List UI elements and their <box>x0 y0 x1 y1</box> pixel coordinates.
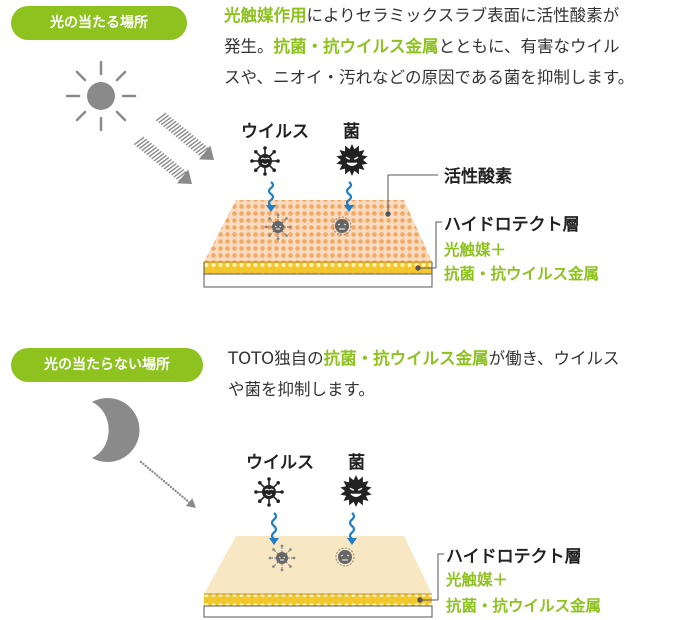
dim-ray-icon <box>139 460 196 508</box>
light-ray-lower <box>133 136 192 184</box>
inactive-virus-icon <box>264 213 292 241</box>
virus-icon <box>250 146 280 176</box>
sun-icon <box>65 60 137 132</box>
antibacterial-metal-label: 抗菌・抗ウイルス金属 <box>444 265 600 283</box>
sunlit-description-line-2: 発生。抗菌・抗ウイルス金属とともに、有害なウイル <box>224 37 620 56</box>
squiggle-arrow-icon <box>266 181 276 212</box>
active-oxygen-label: 活性酸素 <box>444 167 512 187</box>
hydrotect-layer-label: ハイドロテクト層 <box>444 215 580 235</box>
virus-label-2: ウイルス <box>246 453 314 473</box>
inactive-virus-icon-2 <box>268 544 296 572</box>
sunlit-area-tag: 光の当たる場所 <box>11 6 187 40</box>
light-ray-icon <box>133 112 214 184</box>
bacteria-icon-2 <box>340 475 372 507</box>
sunlit-description-line-3: スや、ニオイ・汚れなどの原因である菌を抑制します。 <box>224 68 635 87</box>
hydrotect-layer-label-2: ハイドロテクト層 <box>446 547 582 567</box>
hydrotect-slab-sunlit <box>203 200 433 288</box>
bacteria-icon <box>336 144 368 176</box>
dark-ray-icon <box>139 460 196 508</box>
dark-area-tag-label: 光の当たらない場所 <box>44 357 170 373</box>
bacteria-label: 菌 <box>343 122 360 142</box>
photocatalyst-label-2: 光触媒＋ <box>446 571 509 589</box>
inactive-bacteria-icon <box>332 216 352 236</box>
sunlit-description: 光触媒作用によりセラミックスラブ表面に活性酸素が 発生。抗菌・抗ウイルス金属とと… <box>224 0 634 93</box>
dark-description-line-2: や菌を抑制します。 <box>228 380 375 399</box>
virus-label: ウイルス <box>241 122 309 142</box>
squiggle-arrow-icon-2 <box>344 181 354 212</box>
inactive-bacteria-icon-2 <box>335 547 355 567</box>
sunlit-area-tag-label: 光の当たる場所 <box>50 15 148 31</box>
light-ray-upper <box>155 112 214 160</box>
dark-description: TOTO独自の抗菌・抗ウイルス金属が働き、ウイルス や菌を抑制します。 <box>228 343 620 405</box>
dark-description-line-1: TOTO独自の抗菌・抗ウイルス金属が働き、ウイルス <box>228 349 620 368</box>
bacteria-label-2: 菌 <box>348 453 365 473</box>
virus-icon-2 <box>254 477 284 507</box>
squiggle-arrow-icon-3 <box>269 512 279 545</box>
moon-icon <box>92 398 140 462</box>
leader-lines-dark <box>417 553 444 603</box>
antibacterial-metal-label-2: 抗菌・抗ウイルス金属 <box>446 597 602 615</box>
leader-lines-sunlit <box>385 174 442 271</box>
squiggle-arrow-icon-4 <box>347 512 357 545</box>
photocatalyst-label: 光触媒＋ <box>444 241 507 259</box>
hydrotect-slab-dark <box>203 536 433 618</box>
sunlit-description-line-1: 光触媒作用によりセラミックスラブ表面に活性酸素が <box>224 6 620 25</box>
dark-area-tag: 光の当たらない場所 <box>11 348 203 382</box>
